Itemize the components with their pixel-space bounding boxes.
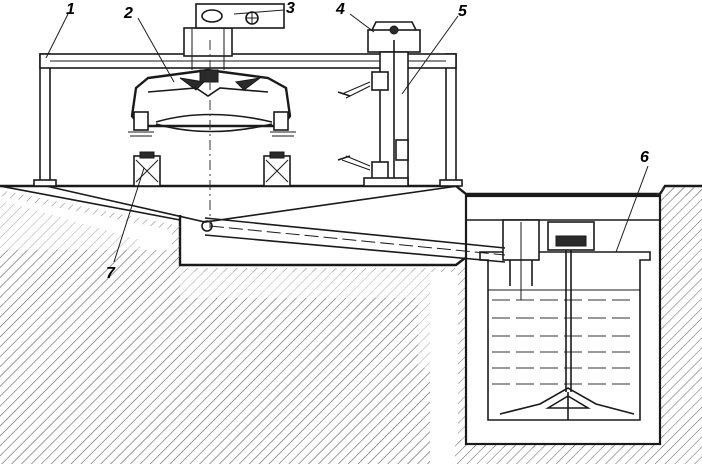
lifting-column (337, 21, 421, 187)
leader-1 (45, 13, 69, 59)
tank-pit (464, 194, 662, 446)
callout-1: 1 (66, 1, 75, 18)
lower-soil (0, 200, 430, 464)
callout-7: 7 (106, 265, 116, 282)
support-right (263, 151, 291, 187)
leader-lines (45, 9, 649, 263)
support-left (133, 151, 161, 187)
callout-2: 2 (123, 5, 133, 22)
callout-5: 5 (458, 3, 468, 20)
leader-5 (401, 15, 459, 95)
callout-6: 6 (640, 149, 649, 166)
leader-2 (137, 17, 175, 83)
tank-vessel (479, 219, 651, 421)
callout-4: 4 (335, 1, 345, 18)
separator-bowl (128, 68, 296, 137)
hopper-funnel (45, 185, 459, 223)
inclined-trough (201, 217, 506, 263)
leader-3 (233, 9, 285, 15)
callout-3: 3 (286, 0, 295, 17)
leader-4 (349, 13, 375, 33)
leader-7 (113, 167, 145, 263)
drive-unit (183, 3, 285, 70)
leader-6 (615, 165, 649, 253)
main-frame (33, 53, 463, 187)
